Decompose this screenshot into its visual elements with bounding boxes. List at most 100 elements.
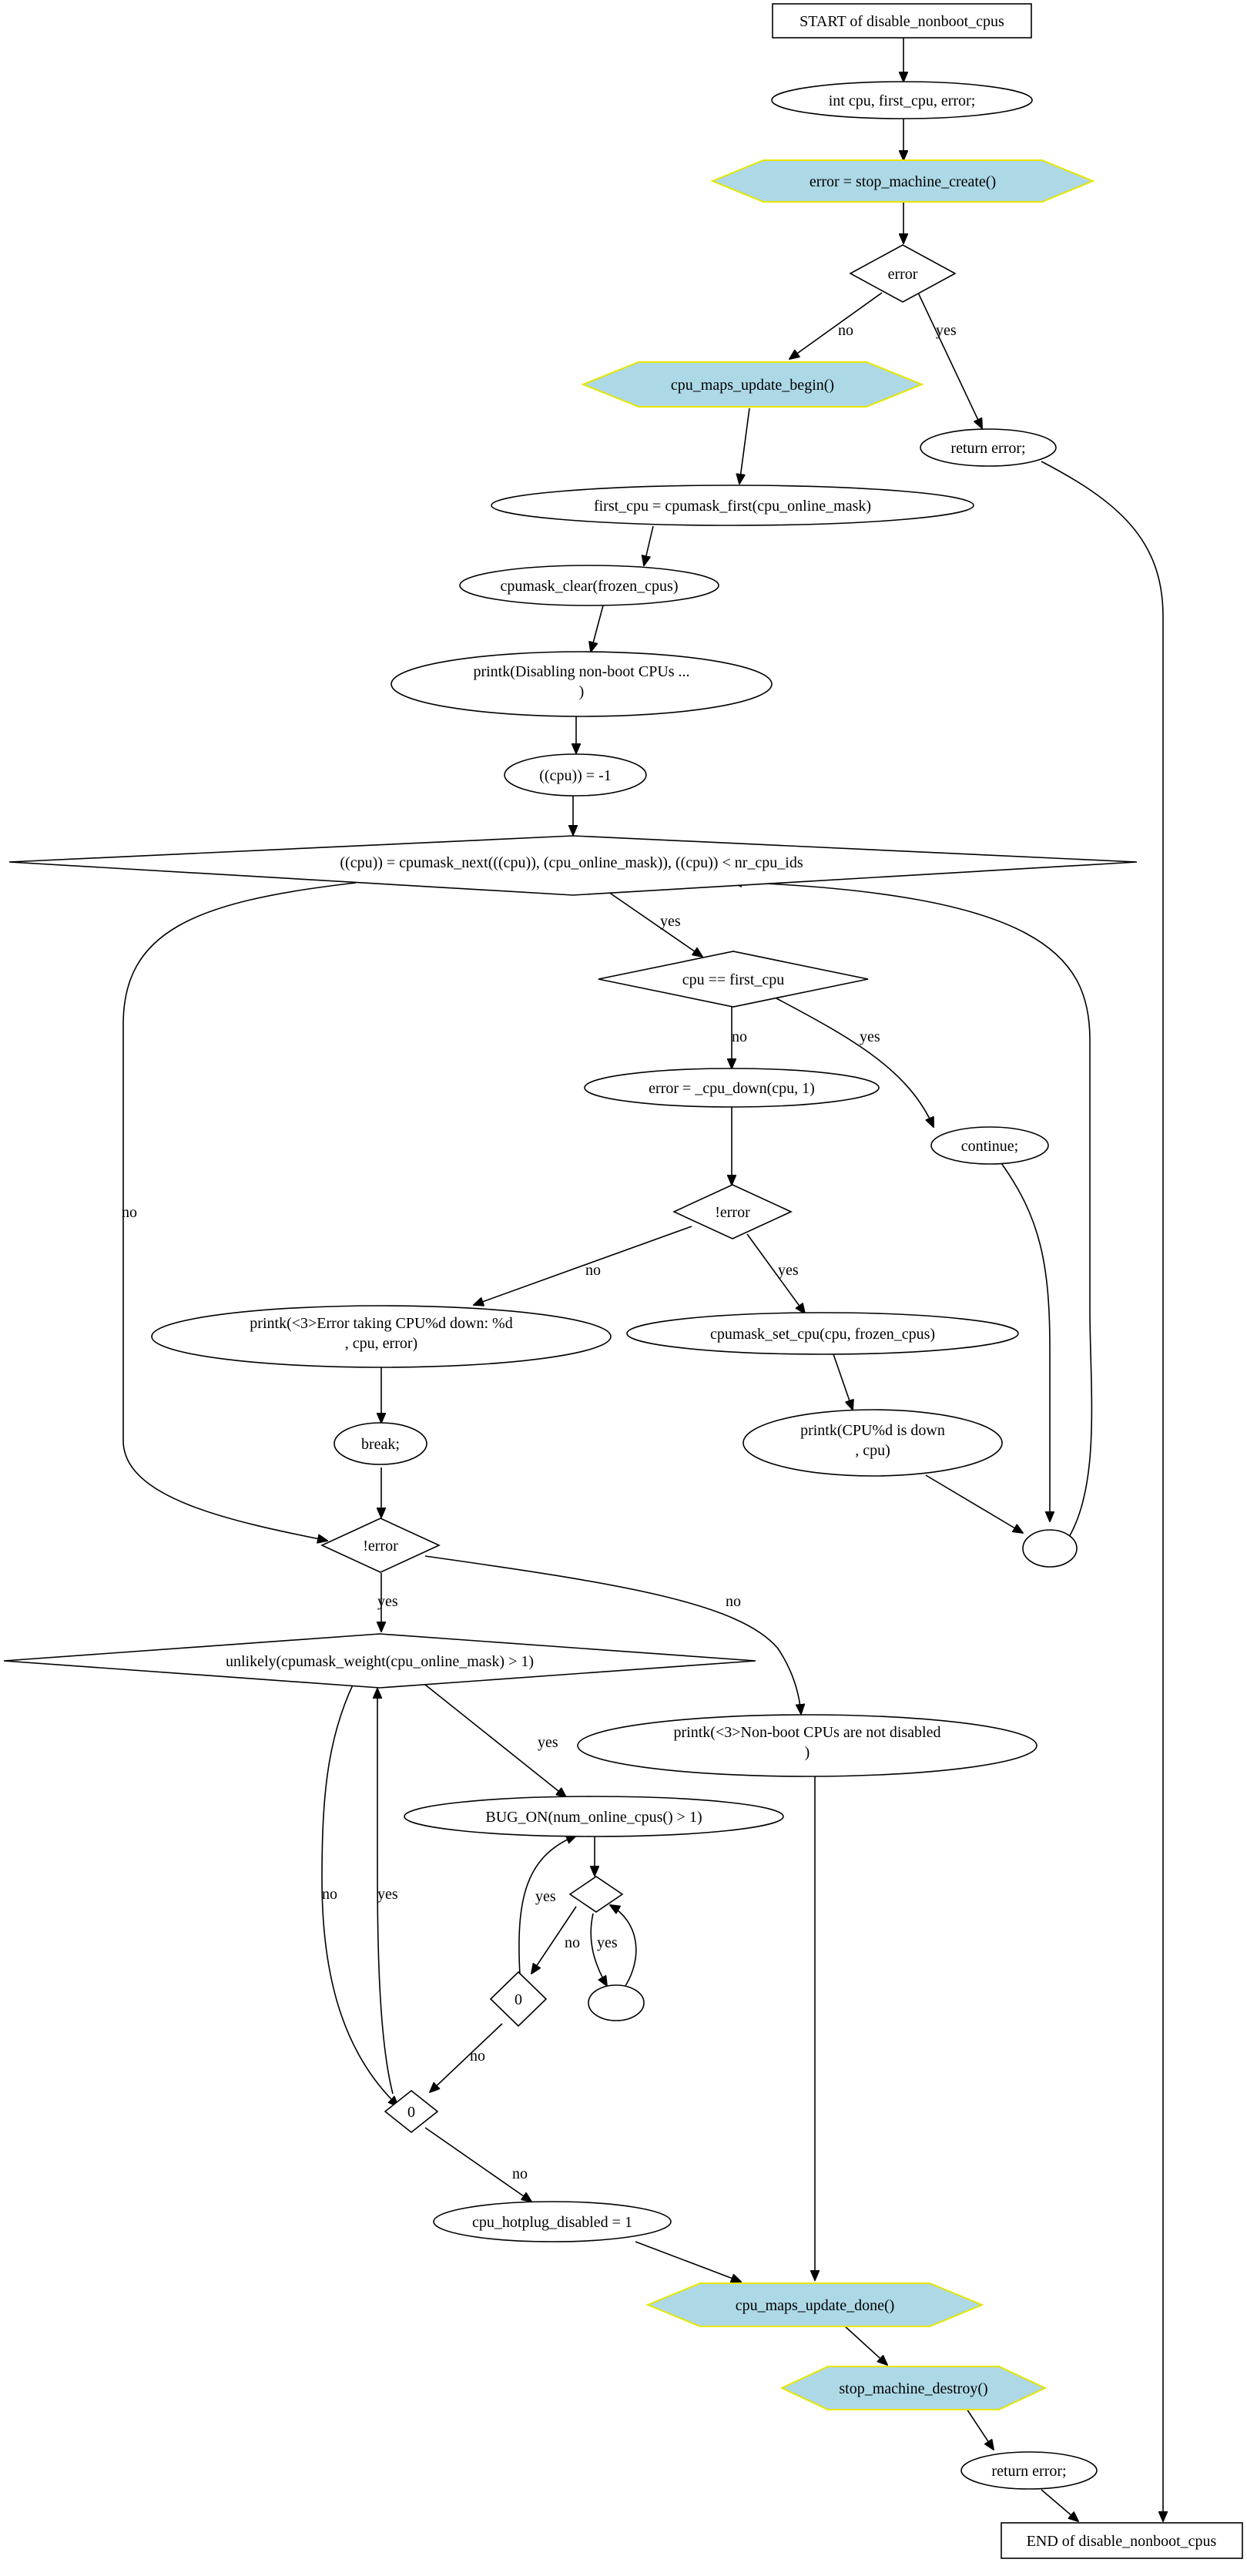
edge-labels: no yes yes no no yes no yes yes no yes n… [122,322,957,2182]
printk-down-label-line1: printk(CPU%d is down [800,1422,945,1439]
edge-error-return1 [917,292,982,428]
printk-down-label-line2: , cpu) [855,1442,890,1459]
edge-unlikely-bugon [413,1675,566,1797]
continue-label: continue; [961,1138,1018,1155]
return-error-2-label: return error; [991,2463,1066,2480]
printk-error-label-line1: printk(<3>Error taking CPU%d down: %d [250,1315,512,1332]
stop-machine-create-node: error = stop_machine_create() [710,159,1095,203]
edge-label-yes: yes [535,1888,556,1905]
zero-1-node: 0 [489,1971,548,2028]
error-decision-label: error [888,266,918,283]
edge-printkdown-join [925,1474,1023,1533]
stop-machine-destroy-label: stop_machine_destroy() [839,2380,987,2397]
cpumask-set-label: cpumask_set_cpu(cpu, frozen_cpus) [710,1326,935,1343]
edge-cond-loopnode [590,1913,607,1986]
declaration-label: int cpu, first_cpu, error; [829,92,976,109]
hotplug-disabled-label: cpu_hotplug_disabled = 1 [472,2214,632,2231]
edge-label-no: no [726,1593,741,1610]
edge-label-yes: yes [778,1262,799,1279]
cpumask-clear-node: cpumask_clear(frozen_cpus) [459,565,719,606]
edge-label-no: no [585,1262,601,1279]
edge-label-no: no [565,1934,580,1951]
edge-label-no: no [122,1204,137,1221]
first-cpu-node: first_cpu = cpumask_first(cpu_online_mas… [491,485,974,526]
edge-error-mapsbegin [789,292,883,359]
edge-cpueq-continue [776,998,934,1127]
return-error-1-node: return error; [920,428,1057,467]
break-node: break; [334,1422,427,1465]
edge-zero1-zero2 [430,2023,503,2092]
edge-return2-end [1041,2489,1078,2521]
maps-done-label: cpu_maps_update_done() [736,2297,895,2314]
edge-loopnode-cond [610,1905,637,1987]
edge-label-yes: yes [597,1934,618,1951]
edge-noterror-printkerr [474,1226,692,1305]
edges [122,38,1163,2521]
edge-unlikely-zero2 [321,1673,398,2106]
printk-disabling-label-line1: printk(Disabling non-boot CPUs ... [473,663,689,680]
cpu-down-node: error = _cpu_down(cpu, 1) [584,1068,880,1108]
end-node: END of disable_nonboot_cpus [1001,2522,1243,2559]
break-label: break; [361,1436,400,1453]
not-error-1-label: !error [715,1204,750,1221]
nodes: START of disable_nonboot_cpus int cpu, f… [3,3,1243,2559]
not-error-1-node: !error [672,1184,793,1239]
edge-destroy-return2 [966,2408,994,2450]
unlikely-condition-node: unlikely(cpumask_weight(cpu_online_mask)… [3,1633,756,1689]
not-error-2-label: !error [363,1538,398,1555]
end-label: END of disable_nonboot_cpus [1027,2533,1217,2550]
printk-disabling-label-line2: ) [579,683,585,700]
zero-2-node: 0 [384,2089,439,2134]
bug-on-node: BUG_ON(num_online_cpus() > 1) [404,1796,784,1837]
edge-zero1-bugon [518,1836,576,1976]
edge-label-no: no [732,1028,747,1045]
edge-zero2-hotplug [424,2127,531,2202]
edge-label-no: no [470,2048,485,2064]
inner-loop-node [588,1984,645,2021]
edge-label-yes: yes [377,1593,398,1610]
cpu-down-label: error = _cpu_down(cpu, 1) [649,1080,815,1097]
edge-label-yes: yes [538,1734,558,1751]
edge-cpumaskset-printkdown [833,1353,853,1410]
join-node [1022,1529,1078,1568]
printk-error-label-line2: , cpu, error) [345,1335,417,1352]
cpumask-set-node: cpumask_set_cpu(cpu, frozen_cpus) [626,1312,1019,1355]
return-error-2-node: return error; [960,2451,1098,2490]
printk-not-disabled-label-line1: printk(<3>Non-boot CPUs are not disabled [674,1724,941,1741]
loop-condition-label: ((cpu)) = cpumask_next(((cpu)), (cpu_onl… [340,854,803,871]
cpu-eq-first-node: cpu == first_cpu [598,951,869,1008]
edge-label-yes: yes [860,1028,880,1045]
start-node: START of disable_nonboot_cpus [772,3,1032,39]
maps-begin-label: cpu_maps_update_begin() [671,377,834,394]
cpu-init-label: ((cpu)) = -1 [539,767,611,784]
edge-label-yes: yes [660,913,681,930]
edge-label-no: no [322,1886,337,1903]
declaration-node: int cpu, first_cpu, error; [771,81,1033,119]
edge-hotplug-mapsdone [635,2241,741,2282]
edge-label-no: no [512,2165,528,2182]
edge-return1-end [1041,461,1163,2521]
inner-condition-node [568,1876,624,1913]
edge-cond-zero1 [531,1906,577,1974]
edge-zero2-unlikely [377,1689,394,2095]
edge-noterror-cpumaskset [746,1233,805,1313]
edge-continue-join [1001,1162,1050,1521]
edge-label-yes: yes [377,1886,398,1903]
bug-on-label: BUG_ON(num_online_cpus() > 1) [485,1809,702,1826]
start-label: START of disable_nonboot_cpus [799,13,1004,30]
first-cpu-label: first_cpu = cpumask_first(cpu_online_mas… [594,498,871,515]
error-decision-node: error [849,244,957,303]
loop-condition-node: ((cpu)) = cpumask_next(((cpu)), (cpu_onl… [8,835,1138,896]
continue-node: continue; [930,1126,1049,1165]
edge-loop-noterror2 [122,882,357,1541]
cpumask-clear-label: cpumask_clear(frozen_cpus) [501,578,679,595]
edge-join-loop [732,882,1093,1541]
zero-2-label: 0 [407,2104,415,2121]
cpu-init-node: ((cpu)) = -1 [504,753,647,797]
printk-down-node: printk(CPU%d is down , cpu) [743,1409,1003,1477]
hotplug-disabled-node: cpu_hotplug_disabled = 1 [433,2201,672,2242]
not-error-2-node: !error [320,1518,441,1573]
maps-done-node: cpu_maps_update_done() [645,2283,984,2327]
printk-not-disabled-label-line2: ) [805,1744,810,1761]
